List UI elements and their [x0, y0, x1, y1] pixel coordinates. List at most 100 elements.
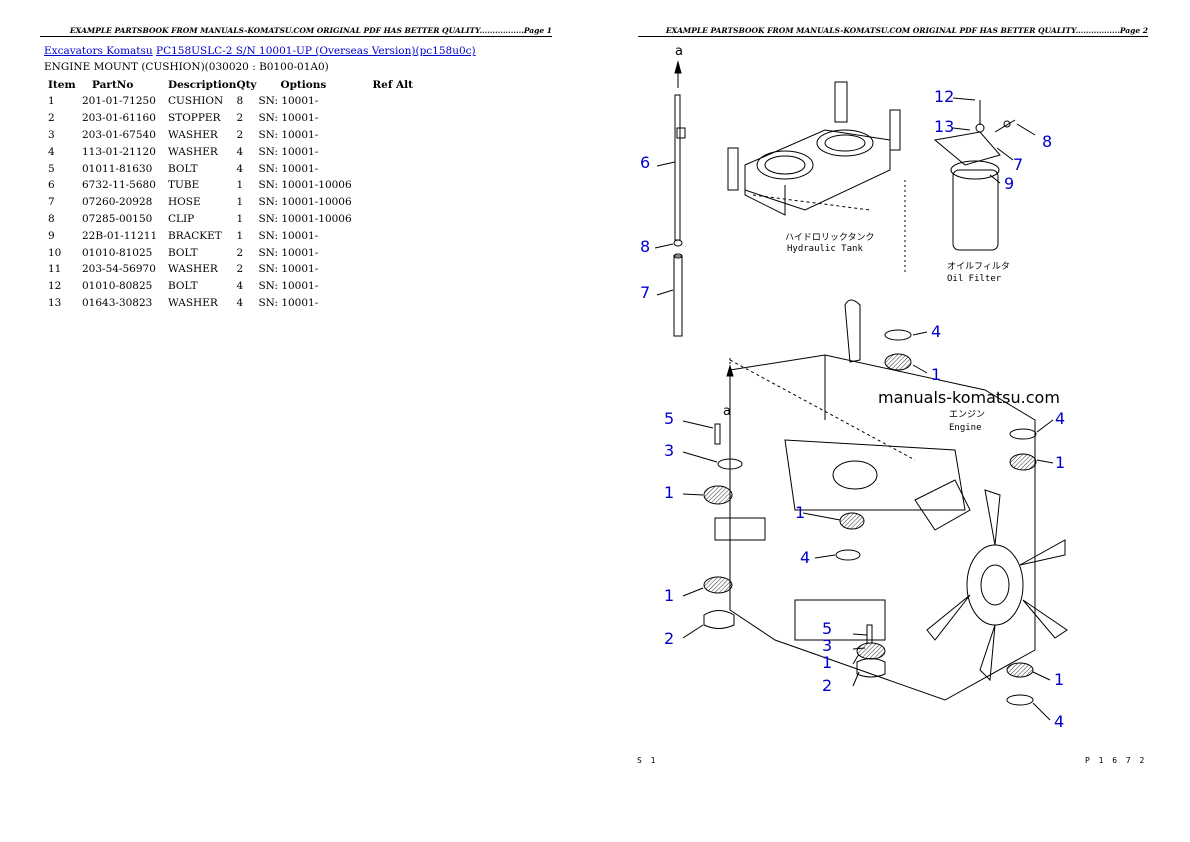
table-row: 13 01643-30823 WASHER 4 SN: 10001-	[44, 295, 422, 312]
breadcrumb-link-category[interactable]: Excavators Komatsu	[44, 45, 153, 57]
cell-partno: 22B-01-11211	[82, 229, 158, 242]
page-header: EXAMPLE PARTSBOOK FROM MANUALS-KOMATSU.C…	[638, 26, 1148, 35]
cell-ref-alt	[372, 93, 422, 110]
cell-item: 13	[48, 296, 62, 309]
cell-options: SN: 10001-	[258, 95, 319, 108]
callout-4: 4	[800, 548, 810, 567]
callout-4: 4	[931, 322, 941, 341]
cell-qty: 8	[236, 95, 244, 108]
watermark-text: manuals-komatsu.com	[878, 388, 1060, 407]
engine-label-jp: エンジン	[949, 410, 985, 420]
cell-options: SN: 10001-	[258, 162, 319, 175]
cell-item: 1	[48, 95, 55, 108]
header-rule	[638, 36, 1148, 37]
oil-filter-label-jp: オイルフィルタ	[947, 261, 1010, 272]
cell-options: SN: 10001-	[258, 112, 319, 125]
cell-options: SN: 10001-10006	[258, 196, 352, 209]
hydraulic-tank-drawing	[727, 81, 901, 216]
header-rule	[40, 36, 552, 37]
cell-item: 3	[48, 128, 55, 141]
cell-item: 9	[48, 229, 55, 242]
clip-drawing	[673, 239, 683, 247]
cell-partno: 6732-11-5680	[82, 179, 156, 192]
cell-ref-alt	[372, 295, 422, 312]
cell-description: BOLT	[168, 280, 198, 293]
cell-partno: 113-01-21120	[82, 145, 156, 158]
cell-description: HOSE	[168, 196, 201, 209]
parts-page-1: EXAMPLE PARTSBOOK FROM MANUALS-KOMATSU.C…	[40, 26, 552, 312]
cell-qty: 2	[236, 246, 244, 259]
cell-qty: 1	[236, 212, 244, 225]
header-text: EXAMPLE PARTSBOOK FROM MANUALS-KOMATSU.C…	[665, 26, 1120, 35]
cell-options: SN: 10001-	[258, 145, 319, 158]
callout-1: 1	[1055, 453, 1065, 472]
table-header-row: Item PartNo Description Qty Options Ref …	[44, 77, 422, 93]
cell-ref-alt	[372, 110, 422, 127]
callout-1: 1	[795, 503, 805, 522]
cell-description: BOLT	[168, 246, 198, 259]
callout-1: 1	[664, 586, 674, 605]
cell-qty: 4	[236, 145, 244, 158]
cell-item: 5	[48, 162, 55, 175]
cell-description: WASHER	[168, 296, 218, 309]
cell-description: STOPPER	[168, 112, 221, 125]
cell-partno: 01643-30823	[82, 296, 153, 309]
hydraulic-tank-label-jp: ハイドロリックタンク	[785, 232, 874, 243]
callout-7: 7	[640, 283, 650, 302]
callout-8: 8	[640, 237, 650, 256]
cell-description: BRACKET	[168, 229, 222, 242]
engine-drawing	[714, 299, 1068, 701]
hydraulic-tank-label: Hydraulic Tank	[787, 244, 863, 254]
cell-partno: 01010-81025	[82, 246, 153, 259]
cell-description: WASHER	[168, 128, 218, 141]
page-number: Page 2	[1119, 26, 1148, 35]
cell-item: 11	[48, 263, 62, 276]
callout-1: 1	[664, 483, 674, 502]
cell-ref-alt	[372, 278, 422, 295]
cell-options: SN: 10001-	[258, 128, 319, 141]
cell-ref-alt	[372, 177, 422, 194]
callout-3: 3	[822, 636, 832, 655]
callout-9: 9	[1004, 174, 1014, 193]
cell-partno: 201-01-71250	[82, 95, 156, 108]
cell-description: CUSHION	[168, 95, 224, 108]
tube-drawing	[674, 60, 686, 241]
cell-partno: 203-54-56970	[82, 263, 156, 276]
column-header-item: Item	[48, 79, 76, 91]
cell-qty: 1	[236, 179, 244, 192]
cell-ref-alt	[372, 261, 422, 278]
callout-6: 6	[640, 153, 650, 172]
callout-5: 5	[822, 619, 832, 638]
callout-13: 13	[934, 117, 954, 136]
page-number: Page 1	[523, 26, 552, 35]
cell-description: WASHER	[168, 263, 218, 276]
cell-ref-alt	[372, 160, 422, 177]
cell-partno: 07260-20928	[82, 196, 153, 209]
cell-options: SN: 10001-10006	[258, 212, 352, 225]
cell-options: SN: 10001-	[258, 296, 319, 309]
column-header-partno: PartNo	[92, 79, 134, 91]
callout-1: 1	[1054, 670, 1064, 689]
breadcrumb-link-model[interactable]: PC158USLC-2 S/N 10001-UP (Overseas Versi…	[156, 45, 476, 57]
cell-qty: 1	[236, 196, 244, 209]
cushion-mounts-drawing	[703, 329, 1037, 706]
cell-description: CLIP	[168, 212, 195, 225]
cell-item: 6	[48, 179, 55, 192]
callout-1: 1	[822, 653, 832, 672]
callout-12: 12	[934, 87, 954, 106]
cell-item: 4	[48, 145, 55, 158]
cell-qty: 4	[236, 296, 244, 309]
cell-options: SN: 10001-	[258, 229, 319, 242]
footer-left-code: S 1	[637, 756, 658, 765]
callout-5: 5	[664, 409, 674, 428]
ref-letter-a-engine: a	[723, 404, 731, 419]
section-title: ENGINE MOUNT (CUSHION)(030020 : B0100-01…	[44, 61, 329, 73]
